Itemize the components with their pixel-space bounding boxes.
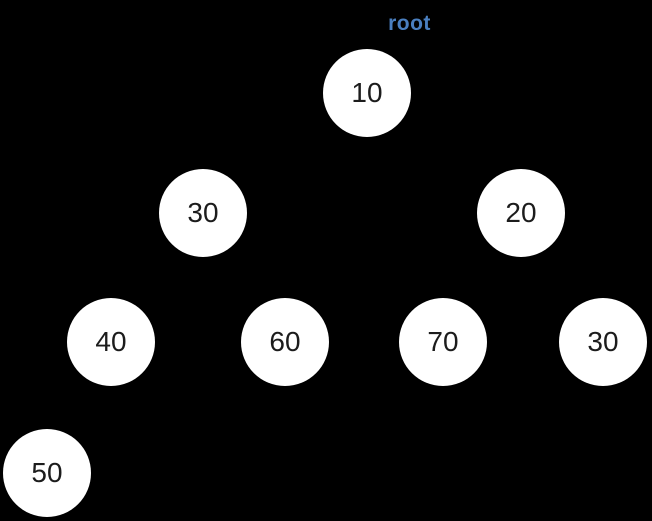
tree-node-10: 10	[323, 49, 411, 137]
tree-node-50: 50	[3, 429, 91, 517]
tree-node-70: 70	[399, 298, 487, 386]
tree-node-30-right: 30	[559, 298, 647, 386]
tree-node-20: 20	[477, 169, 565, 257]
root-pointer-label: root	[388, 12, 431, 35]
tree-node-30-left: 30	[159, 169, 247, 257]
tree-node-40: 40	[67, 298, 155, 386]
tree-node-60: 60	[241, 298, 329, 386]
